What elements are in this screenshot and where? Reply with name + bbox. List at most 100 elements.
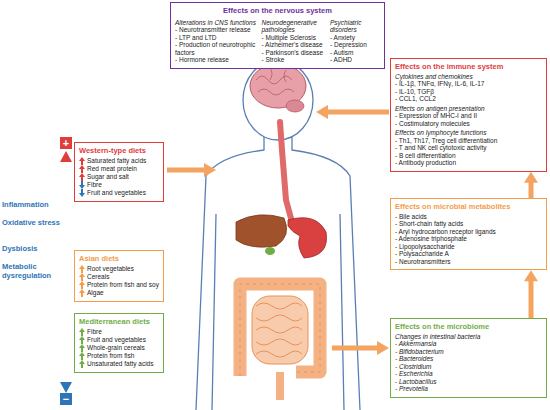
diet-item: Sugar and salt (79, 173, 159, 181)
list-item: Protein from fish and soy (87, 281, 159, 288)
trend-arrow (79, 281, 85, 289)
trend-arrow (79, 189, 85, 197)
diet-item: Whole-grain cereals (79, 344, 159, 352)
trend-arrow (79, 352, 85, 360)
list-item: - Lipopolysaccharide (395, 243, 542, 250)
axis-label: Dysbiosis (2, 244, 60, 253)
list-item: - IL-1β, TNFα, IFNγ, IL-6, IL-17 (395, 80, 542, 87)
node-box: Western-type dietsSaturated fatty acidsR… (74, 142, 164, 202)
diet-item: Fibre (79, 328, 159, 336)
diet-item: Protein from fish and soy (79, 281, 159, 289)
trend-arrow (79, 336, 85, 344)
list-item: Algae (87, 289, 104, 296)
list-item: Red meat protein (87, 165, 137, 172)
column-group: Alterations in CNS functions- Neurotrans… (175, 17, 380, 64)
list-item: - Bifidobacterium (395, 348, 542, 355)
text-column: Alterations in CNS functions- Neurotrans… (175, 17, 261, 64)
list-item: - IL-10, TGFβ (395, 88, 542, 95)
flow-arrow (524, 172, 538, 198)
node-box: Asian dietsRoot vegetablesCerealsProtein… (74, 250, 164, 302)
list-item: Root vegetables (87, 265, 134, 272)
list-item: Sugar and salt (87, 173, 129, 180)
diet-item: Protein from fish (79, 352, 159, 360)
sub-heading: Neurodegenerative pathologies (262, 19, 330, 34)
diet-item: Algae (79, 289, 159, 297)
trend-arrow (79, 360, 85, 368)
list-item: - Antibody production (395, 159, 542, 166)
list-item: - Costimulatory molecules (395, 120, 542, 127)
list-item: - Bacteroides (395, 355, 542, 362)
diet-item: Red meat protein (79, 165, 159, 173)
box-heading: Effects on the microbiome (395, 322, 542, 331)
sub-heading: Cytokines and chemokines (395, 73, 542, 80)
list-item: - Hormone release (175, 56, 261, 63)
box-heading: Mediterranean diets (79, 317, 159, 326)
flow-arrow (524, 270, 538, 318)
box-heading: Effects on the immune system (395, 62, 542, 71)
list-item: - Alzheimer's disease (262, 41, 330, 48)
list-item: - Multiple Sclerosis (262, 34, 330, 41)
sign-box: − (60, 393, 72, 405)
list-item: Saturated fatty acids (87, 157, 146, 164)
gradient-axis (60, 151, 72, 393)
axis-label: Oxidative stress (2, 218, 60, 227)
axis-label: Metabolic dysregulation (2, 262, 60, 280)
list-item: - Lactobacillus (395, 378, 542, 385)
list-item: - Adenosine triphosphate (395, 235, 542, 242)
box-heading: Asian diets (79, 254, 159, 263)
diet-item: Root vegetables (79, 265, 159, 273)
list-item: Whole-grain cereals (87, 344, 145, 351)
trend-arrow (79, 273, 85, 281)
box-heading: Western-type diets (79, 146, 159, 155)
list-item: - Neurotransmitters (395, 258, 542, 265)
trend-arrow (79, 344, 85, 352)
sub-heading: Changes in intestinal bacteria (395, 333, 542, 340)
list-item: - Production of neurotrophic factors (175, 41, 261, 56)
list-item: - Akkermansia (395, 340, 542, 347)
list-item: - Anxiety (330, 34, 380, 41)
node-box: Effects on the nervous systemAlterations… (170, 2, 385, 69)
list-item: - Aryl hydrocarbon receptor ligands (395, 228, 542, 235)
diet-item: Saturated fatty acids (79, 157, 159, 165)
list-item: Protein from fish (87, 352, 134, 359)
node-box: Effects on the microbiomeChanges in inte… (390, 318, 547, 398)
sign-box: + (60, 137, 72, 149)
box-heading: Effects on microbial metabolites (395, 202, 542, 211)
trend-arrow (79, 173, 85, 181)
list-item: - B cell differentiation (395, 152, 542, 159)
list-item: - Short-chain fatty acids (395, 220, 542, 227)
brain (250, 64, 306, 112)
sub-heading: Effects on lymphocyte functions (395, 129, 542, 136)
list-item: - LTP and LTD (175, 34, 261, 41)
list-item: Fruit and vegetables (87, 336, 146, 343)
diet-item: Cereals (79, 273, 159, 281)
list-item: Fibre (87, 328, 102, 335)
node-box: Mediterranean dietsFibreFruit and vegeta… (74, 313, 164, 373)
list-item: Fibre (87, 181, 102, 188)
list-item: - Depression (330, 41, 380, 48)
list-item: Cereals (87, 273, 109, 280)
list-item: - Th1, Th17, Treg cell differentiation (395, 137, 542, 144)
trend-arrow (79, 289, 85, 297)
list-item: - T and NK cell cytotoxic activity (395, 144, 542, 151)
trend-arrow (79, 328, 85, 336)
list-item: - ADHD (330, 56, 380, 63)
text-column: Psychiatric disorders- Anxiety- Depressi… (330, 17, 380, 64)
node-box: Effects on microbial metabolites- Bile a… (390, 198, 547, 270)
trend-arrow (79, 265, 85, 273)
list-item: - Clostridium (395, 363, 542, 370)
list-item: - Parkinson's disease (262, 49, 330, 56)
orange-arrow (167, 105, 389, 355)
list-item: Unsaturated fatty acids (87, 360, 153, 367)
trend-arrow (79, 165, 85, 173)
list-item: - Prevotella (395, 385, 542, 392)
list-item: - Neurotransmitter release (175, 26, 261, 33)
list-item: - Polysaccharide A (395, 250, 542, 257)
node-box: Effects on the immune systemCytokines an… (390, 58, 547, 172)
list-item: - Escherichia (395, 370, 542, 377)
diet-item: Unsaturated fatty acids (79, 360, 159, 368)
digestive-tract (236, 122, 327, 400)
trend-arrow (79, 157, 85, 165)
trend-arrow (79, 181, 85, 189)
diet-item: Fruit and vegetables (79, 336, 159, 344)
